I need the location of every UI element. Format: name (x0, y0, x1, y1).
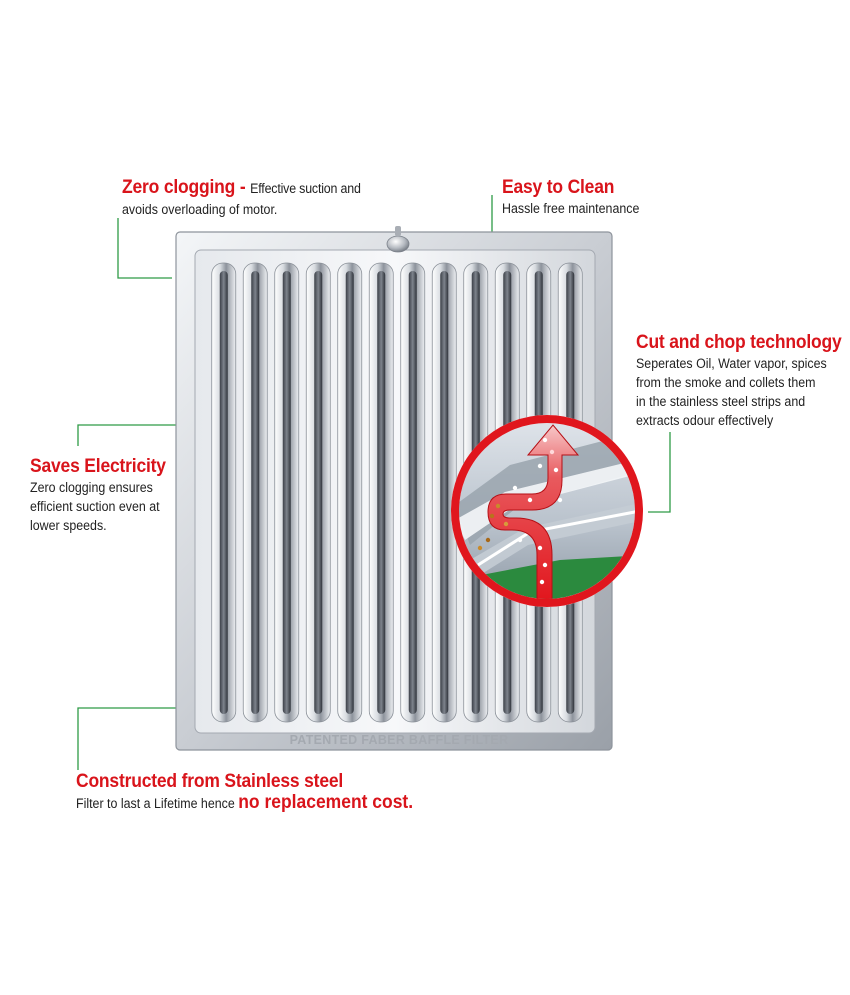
filter-slot (408, 271, 417, 714)
grease-particle (485, 537, 491, 543)
grease-particle (557, 497, 563, 503)
grease-particle (553, 467, 559, 473)
filter-slot (282, 271, 291, 714)
leader-zero-clogging (117, 218, 172, 279)
callout-desc-line: from the smoke and collets them (636, 375, 816, 390)
callout-desc-prefix: Filter to last a Lifetime hence (76, 796, 235, 811)
callout-title: Constructed from Stainless steel (76, 771, 344, 792)
engraved-label: PATENTED FABER BAFFLE FILTER (290, 733, 509, 747)
callout-desc: Hassle free maintenance (502, 201, 640, 216)
callout-desc: avoids overloading of motor. (122, 202, 278, 217)
grease-particle (549, 449, 555, 455)
filter-slot (314, 271, 323, 714)
grease-particle (537, 463, 543, 469)
callout-easy-to-clean: Easy to Clean Hassle free maintenance (502, 177, 742, 218)
magnifier-ring (451, 415, 643, 607)
filter-slot (440, 271, 449, 714)
callout-title: Zero clogging - (122, 177, 246, 198)
callout-stainless-steel: Constructed from Stainless steel Filter … (76, 771, 496, 813)
grease-particle (477, 545, 483, 551)
filter-slot (251, 271, 260, 714)
grease-particle (503, 521, 509, 527)
grease-particle (517, 537, 523, 543)
leader-saves-electricity (77, 424, 178, 446)
grease-particle (542, 437, 548, 443)
grease-particle (537, 545, 543, 551)
filter-slot (219, 271, 228, 714)
callout-cut-and-chop: Cut and chop technology Seperates Oil, W… (636, 332, 850, 430)
filter-slot (345, 271, 354, 714)
callout-desc-emphasis: no replacement cost. (238, 792, 414, 813)
filter-slot (377, 271, 386, 714)
grease-particle (495, 503, 501, 509)
grease-particle (539, 579, 545, 585)
filter-slots (211, 262, 583, 723)
callout-desc-line: extracts odour effectively (636, 413, 774, 428)
callout-desc-line: lower speeds. (30, 518, 107, 533)
magnifier-detail (451, 415, 643, 607)
grease-particle (489, 513, 495, 519)
callout-saves-electricity: Saves Electricity Zero clogging ensures … (30, 456, 190, 535)
handle-knob-icon (386, 235, 410, 253)
leader-stainless-steel (77, 707, 216, 770)
callout-zero-clogging: Zero clogging - Effective suction and av… (122, 177, 422, 219)
grease-particles-icon (477, 437, 563, 585)
callout-desc-line: efficient suction even at (30, 499, 160, 514)
baffle-filter: PATENTED FABER BAFFLE FILTER (175, 226, 613, 751)
leader-cut-and-chop (648, 432, 671, 513)
callout-desc-inline: Effective suction and (250, 181, 361, 196)
callout-desc-line: Seperates Oil, Water vapor, spices (636, 356, 827, 371)
grease-particle (527, 497, 533, 503)
callout-title: Easy to Clean (502, 177, 615, 198)
grease-particle (542, 562, 548, 568)
callout-desc-line: in the stainless steel strips and (636, 394, 806, 409)
callout-desc-line: Zero clogging ensures (30, 480, 153, 495)
grease-particle (512, 485, 518, 491)
callout-title: Saves Electricity (30, 456, 166, 477)
leader-lines (77, 195, 671, 770)
callout-title: Cut and chop technology (636, 332, 842, 353)
handle-stem (395, 226, 401, 236)
